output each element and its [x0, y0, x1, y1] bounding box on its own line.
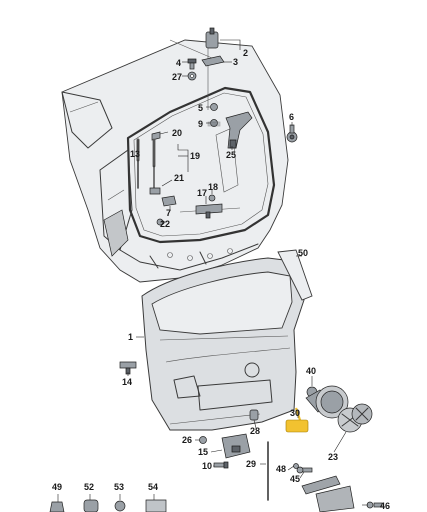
tailgate-panel [141, 257, 305, 431]
lock-striker-17 [195, 203, 223, 219]
callout-13: 13 [130, 149, 140, 159]
callout-23: 23 [328, 452, 338, 462]
trim-strip [301, 475, 355, 512]
callout-1: 1 [128, 332, 133, 342]
part-49 [49, 501, 65, 512]
gas-strut-20 [149, 131, 161, 195]
tailgate-lock-15 [221, 433, 251, 459]
clip-6 [286, 124, 298, 143]
callout-7b: 7 [166, 208, 171, 218]
part-54 [145, 499, 167, 512]
callout-17: 17 [197, 188, 207, 198]
callout-22: 22 [160, 219, 170, 229]
callout-20: 20 [172, 128, 182, 138]
tailgate-opening-seal [126, 86, 276, 244]
bolt-10 [213, 461, 229, 469]
nut-27 [187, 71, 197, 81]
emblem-assembly-23 [315, 385, 373, 433]
spoiler-50 [277, 249, 313, 301]
screw-45 [296, 466, 313, 474]
callout-45: 45 [290, 474, 300, 484]
callout-3: 3 [233, 57, 238, 67]
callout-10: 10 [202, 461, 212, 471]
callout-19: 19 [190, 151, 200, 161]
callout-18: 18 [208, 182, 218, 192]
leader-lines [57, 39, 368, 506]
screw-46 [366, 501, 383, 509]
clip-28 [249, 409, 259, 421]
callout-26: 26 [182, 435, 192, 445]
callout-4: 4 [176, 58, 181, 68]
callout-46: 46 [380, 501, 390, 511]
part-53 [114, 500, 126, 512]
callout-27: 27 [172, 72, 182, 82]
callout-54: 54 [148, 482, 158, 492]
clip-5 [210, 103, 218, 111]
callout-5: 5 [198, 103, 203, 113]
screw-48 [293, 463, 299, 469]
bolt-18 [208, 194, 216, 202]
callout-52: 52 [84, 482, 94, 492]
callout-28: 28 [250, 426, 260, 436]
bolt-4 [187, 58, 197, 70]
callout-6: 6 [289, 112, 294, 122]
part-52 [83, 499, 99, 512]
callout-29: 29 [246, 459, 256, 469]
hinge-assembly [201, 27, 225, 67]
callout-9: 9 [198, 119, 203, 129]
callout-53: 53 [114, 482, 124, 492]
callout-49: 49 [52, 482, 62, 492]
wiper-bracket-25 [225, 111, 253, 149]
callout-48: 48 [276, 464, 286, 474]
callout-2: 2 [243, 48, 248, 58]
car-body-rear [61, 39, 289, 283]
callout-25: 25 [226, 150, 236, 160]
callout-labels: 2 3 4 27 5 9 25 6 20 13 19 21 7 7 22 18 … [52, 48, 390, 511]
callout-50: 50 [298, 248, 308, 258]
clip-9 [207, 119, 221, 127]
callout-21: 21 [174, 173, 184, 183]
wiring-harness-30 [285, 407, 309, 433]
callout-40: 40 [306, 366, 316, 376]
clip-26 [199, 436, 207, 444]
stop-buffer-7 [161, 195, 177, 207]
callout-15b: 15 [198, 447, 208, 457]
callout-14: 14 [122, 377, 132, 387]
callout-30: 30 [290, 408, 300, 418]
